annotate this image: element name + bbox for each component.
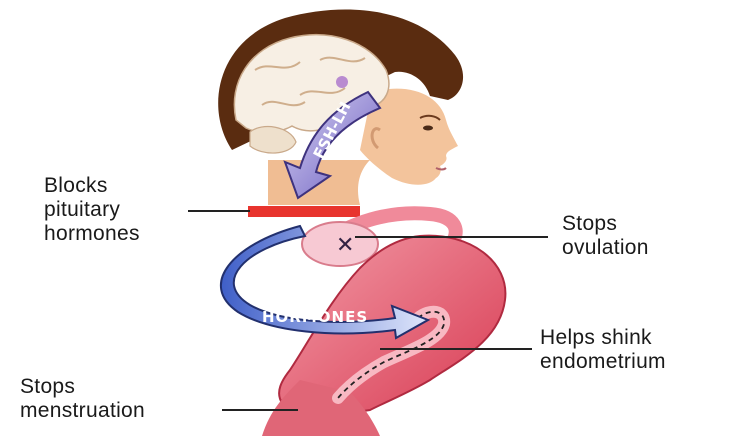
pituitary-gland [336, 76, 348, 88]
ovary-x-mark: ✕ [336, 233, 354, 258]
label-line: menstruation [20, 399, 145, 423]
label-line: Stops [562, 212, 649, 236]
label-helps-shrink: Helps shink endometrium [540, 326, 666, 374]
label-stops-menstruation: Stops menstruation [20, 375, 145, 423]
label-line: Blocks [44, 174, 140, 198]
eye [423, 126, 433, 131]
label-line: endometrium [540, 350, 666, 374]
label-line: Stops [20, 375, 145, 399]
label-line: ovulation [562, 236, 649, 260]
label-line: hormones [44, 222, 140, 246]
blocking-bar [248, 206, 360, 217]
label-line: Helps shink [540, 326, 666, 350]
label-stops-ovulation: Stops ovulation [562, 212, 649, 260]
cerebellum-shape [250, 127, 296, 154]
label-line: pituitary [44, 198, 140, 222]
label-blocks-pituitary: Blocks pituitary hormones [44, 174, 140, 246]
hormones-label: HORMONES [262, 308, 368, 326]
mouth [436, 168, 446, 170]
